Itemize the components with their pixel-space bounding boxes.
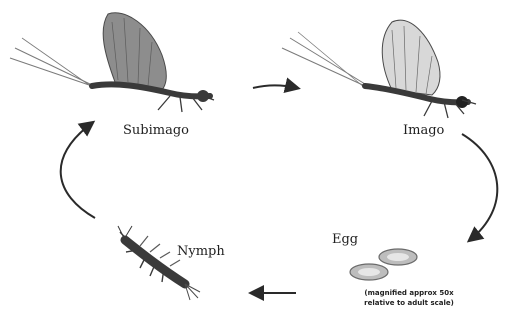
stage-label-subimago: Subimago [123,123,189,138]
stage-label-imago: Imago [403,123,444,138]
egg-illustration [350,249,417,280]
imago-illustration [282,20,476,118]
egg-scale-note-line-2: relative to adult scale) [350,299,468,308]
arrow-subimago-to-imago [253,85,297,88]
egg-scale-note-line-1: (magnified approx 50x [350,289,468,298]
arrow-imago-to-egg [462,134,497,240]
stage-label-egg: Egg [332,232,358,247]
nymph-illustration [118,226,200,300]
arrow-nymph-to-subimago [61,123,95,218]
stage-label-nymph: Nymph [177,244,225,259]
subimago-illustration [10,13,214,112]
